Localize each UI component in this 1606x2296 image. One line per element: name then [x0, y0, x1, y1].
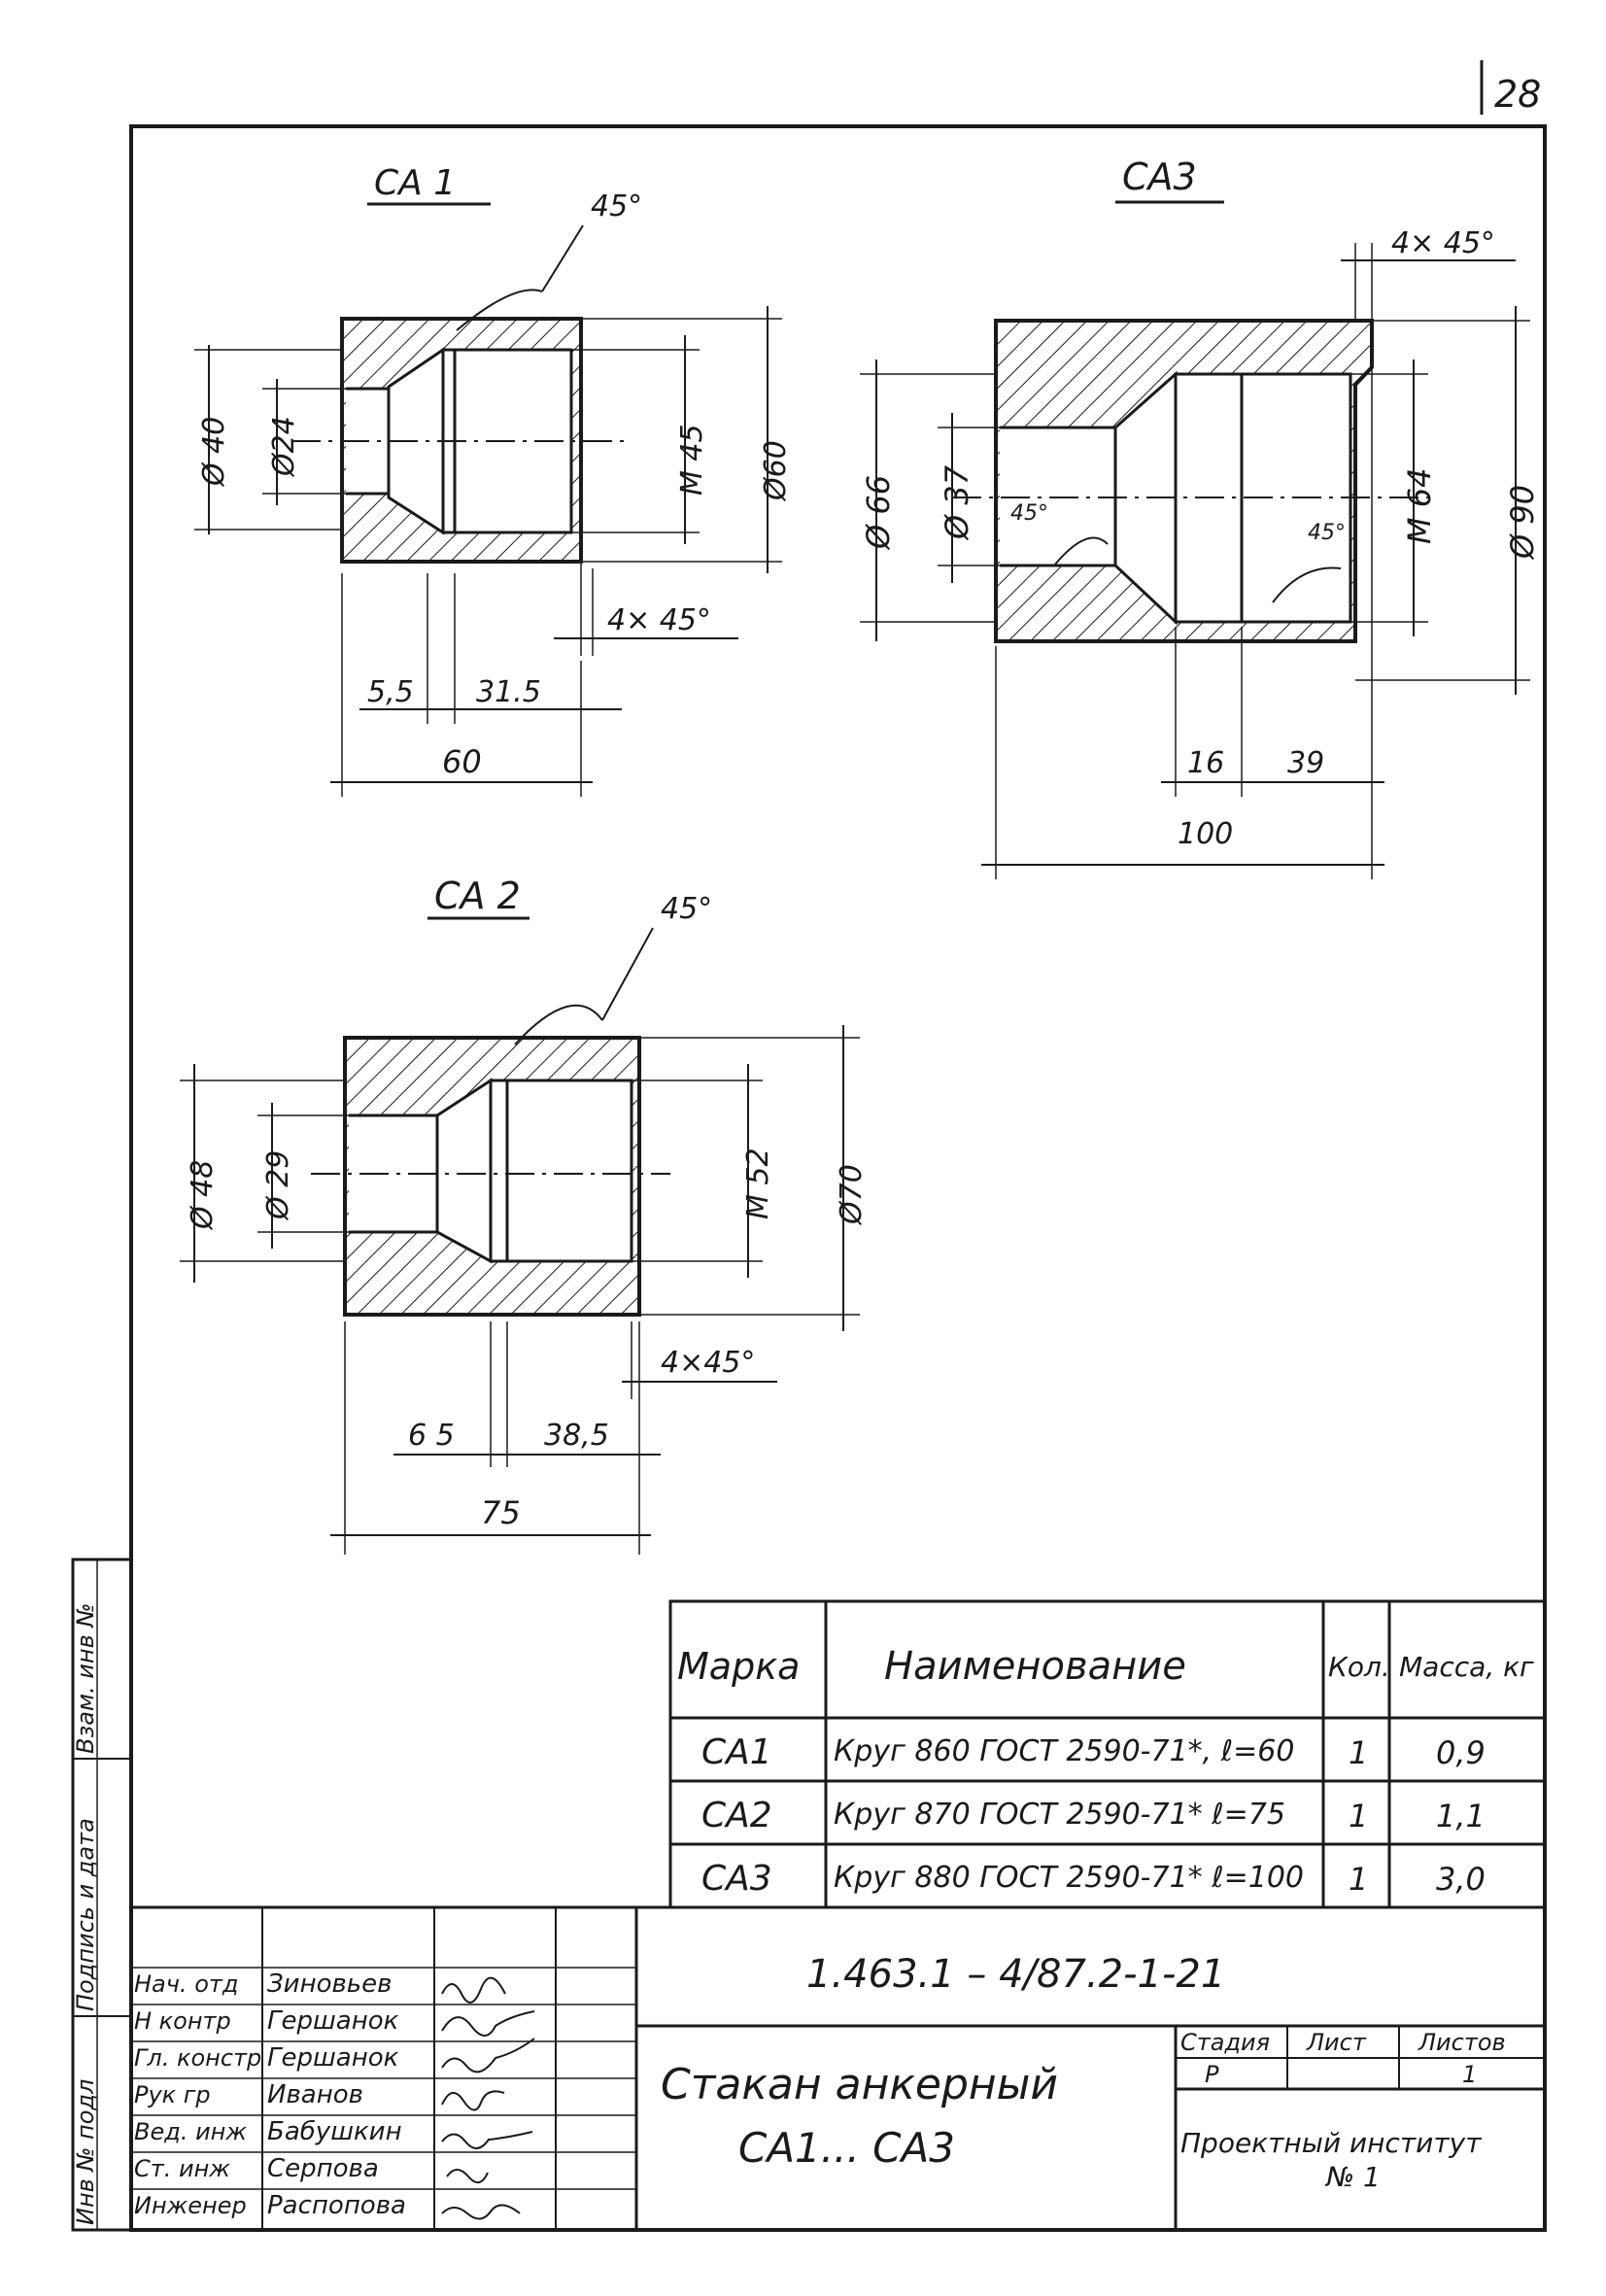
- ca3-dim-b: 39: [1287, 746, 1324, 780]
- spec-row-qty: 1: [1349, 1861, 1368, 1898]
- stage-value: Р: [1205, 2061, 1219, 2088]
- ca2-dia-outer: Ø70: [835, 1164, 869, 1226]
- spec-header-mark: Марка: [677, 1645, 800, 1688]
- signature-role: Рук гр: [134, 2081, 211, 2108]
- spec-header-qty: Кол.: [1328, 1651, 1390, 1683]
- ca1-title: СА 1: [374, 163, 456, 203]
- ca3-angle-left: 45°: [1010, 501, 1048, 526]
- ca1-chamfer: 4× 45°: [607, 603, 711, 637]
- organization-line1: Проектный институт: [1180, 2127, 1482, 2159]
- signature-name: Распопова: [267, 2191, 406, 2220]
- handwritten-signatures: [441, 1976, 535, 2220]
- ca1-length: 60: [442, 743, 482, 780]
- ca3-dim-a: 16: [1187, 746, 1224, 780]
- ca2-dim-b: 38,5: [544, 1419, 609, 1453]
- ca2-length: 75: [481, 1494, 521, 1531]
- spec-row-mark: СА1: [701, 1732, 772, 1772]
- ca2-chamfer: 4×45°: [661, 1346, 755, 1380]
- signature-name: Гершанок: [267, 2006, 399, 2036]
- signature-name: Иванов: [267, 2080, 363, 2109]
- spec-row-mark: СА2: [701, 1796, 772, 1835]
- ca1-thread: М 45: [675, 424, 709, 496]
- ca1-dia-outer: Ø60: [759, 440, 793, 502]
- sheet-label: Лист: [1306, 2029, 1367, 2056]
- signature-name: Гершанок: [267, 2043, 399, 2073]
- sheets-label: Листов: [1418, 2029, 1506, 2056]
- ca1-chamfer-angle: 45°: [591, 189, 642, 223]
- spec-row-name: Круг 870 ГОСТ 2590-71* ℓ=75: [834, 1798, 1285, 1832]
- signature-role: Инженер: [134, 2192, 247, 2219]
- ca2-dim-a: 6 5: [408, 1419, 455, 1453]
- ca2-chamfer-angle: 45°: [661, 892, 712, 926]
- doc-code: 1.463.1 – 4/87.2-1-21: [806, 1952, 1225, 1997]
- signature-name: Серпова: [267, 2154, 379, 2183]
- ca1-dia-outer-left: Ø 40: [197, 417, 231, 488]
- spec-header-name: Наименование: [884, 1644, 1186, 1689]
- spec-row-mass: 3,0: [1436, 1861, 1486, 1898]
- signature-name: Бабушкин: [267, 2117, 402, 2146]
- stage-label: Стадия: [1180, 2029, 1270, 2056]
- sheet-number: 28: [1494, 73, 1541, 116]
- signature-role: Нач. отд: [134, 1970, 238, 1998]
- ca2-title: СА 2: [434, 874, 521, 917]
- ca3-length: 100: [1178, 817, 1233, 851]
- signature-role: Ст. инж: [134, 2155, 230, 2182]
- drawing-frame: [129, 124, 1547, 2232]
- part-ca1-drawing: СА 1 45° Ø 40 Ø24 М 45 Ø60 4× 4: [194, 163, 793, 797]
- spec-row-qty: 1: [1349, 1734, 1368, 1771]
- spec-row-mass: 1,1: [1436, 1798, 1486, 1834]
- ca3-dia-outer-left: Ø 66: [860, 475, 897, 551]
- signature-name: Зиновьев: [267, 1970, 392, 1999]
- specification-table: Марка Наименование Кол. Масса, кг СА1 Кр…: [668, 1599, 1547, 1909]
- spec-row-name: Круг 860 ГОСТ 2590-71*, ℓ=60: [834, 1734, 1294, 1768]
- ca3-dia-inner: Ø 37: [939, 464, 975, 541]
- organization-line2: № 1: [1324, 2161, 1381, 2193]
- title-block: 1.463.1 – 4/87.2-1-21 Стадия Лист Листов…: [131, 1905, 1545, 2230]
- ca3-angle-right: 45°: [1308, 521, 1346, 545]
- ca2-thread: М 52: [741, 1148, 775, 1219]
- signature-role: Н контр: [134, 2007, 231, 2035]
- ca3-thread: М 64: [1401, 468, 1438, 545]
- spec-row-mark: СА3: [701, 1859, 772, 1899]
- side-stamp: Инв № подл Подпись и дата Взам. инв №: [71, 1558, 133, 2232]
- ca3-dia-outer: Ø 90: [1504, 485, 1541, 561]
- ca1-dia-inner: Ø24: [267, 416, 301, 478]
- signature-role: Гл. констр: [134, 2044, 261, 2072]
- ca3-chamfer: 4× 45°: [1391, 226, 1495, 260]
- side-stamp-signature-date: Подпись и дата: [72, 1818, 99, 2011]
- ca2-dia-outer-left: Ø 48: [186, 1160, 220, 1231]
- ca3-title: СА3: [1122, 155, 1197, 198]
- sheets-value: 1: [1462, 2061, 1477, 2088]
- side-stamp-replacement: Взам. инв №: [72, 1603, 99, 1754]
- ca1-dim-b: 31.5: [476, 675, 541, 709]
- ca1-dim-a: 5,5: [367, 675, 414, 709]
- spec-row-name: Круг 880 ГОСТ 2590-71* ℓ=100: [834, 1861, 1304, 1895]
- spec-row-qty: 1: [1349, 1798, 1368, 1834]
- side-stamp-inventory: Инв № подл: [72, 2079, 99, 2225]
- spec-row-mass: 0,9: [1436, 1734, 1486, 1771]
- ca2-dia-inner: Ø 29: [261, 1150, 295, 1221]
- spec-header-mass: Масса, кг: [1399, 1651, 1534, 1683]
- drawing-title: Стакан анкерный: [661, 2060, 1058, 2109]
- part-ca2-drawing: СА 2 45° Ø 48 Ø 29 М 52 Ø70 4×4: [180, 874, 869, 1555]
- part-ca3-drawing: СА3 4× 45° 45° 45° Ø 66 Ø 37 М 64: [860, 155, 1541, 879]
- signature-role: Вед. инж: [134, 2118, 247, 2145]
- drawing-subtitle: СА1... СА3: [738, 2124, 955, 2172]
